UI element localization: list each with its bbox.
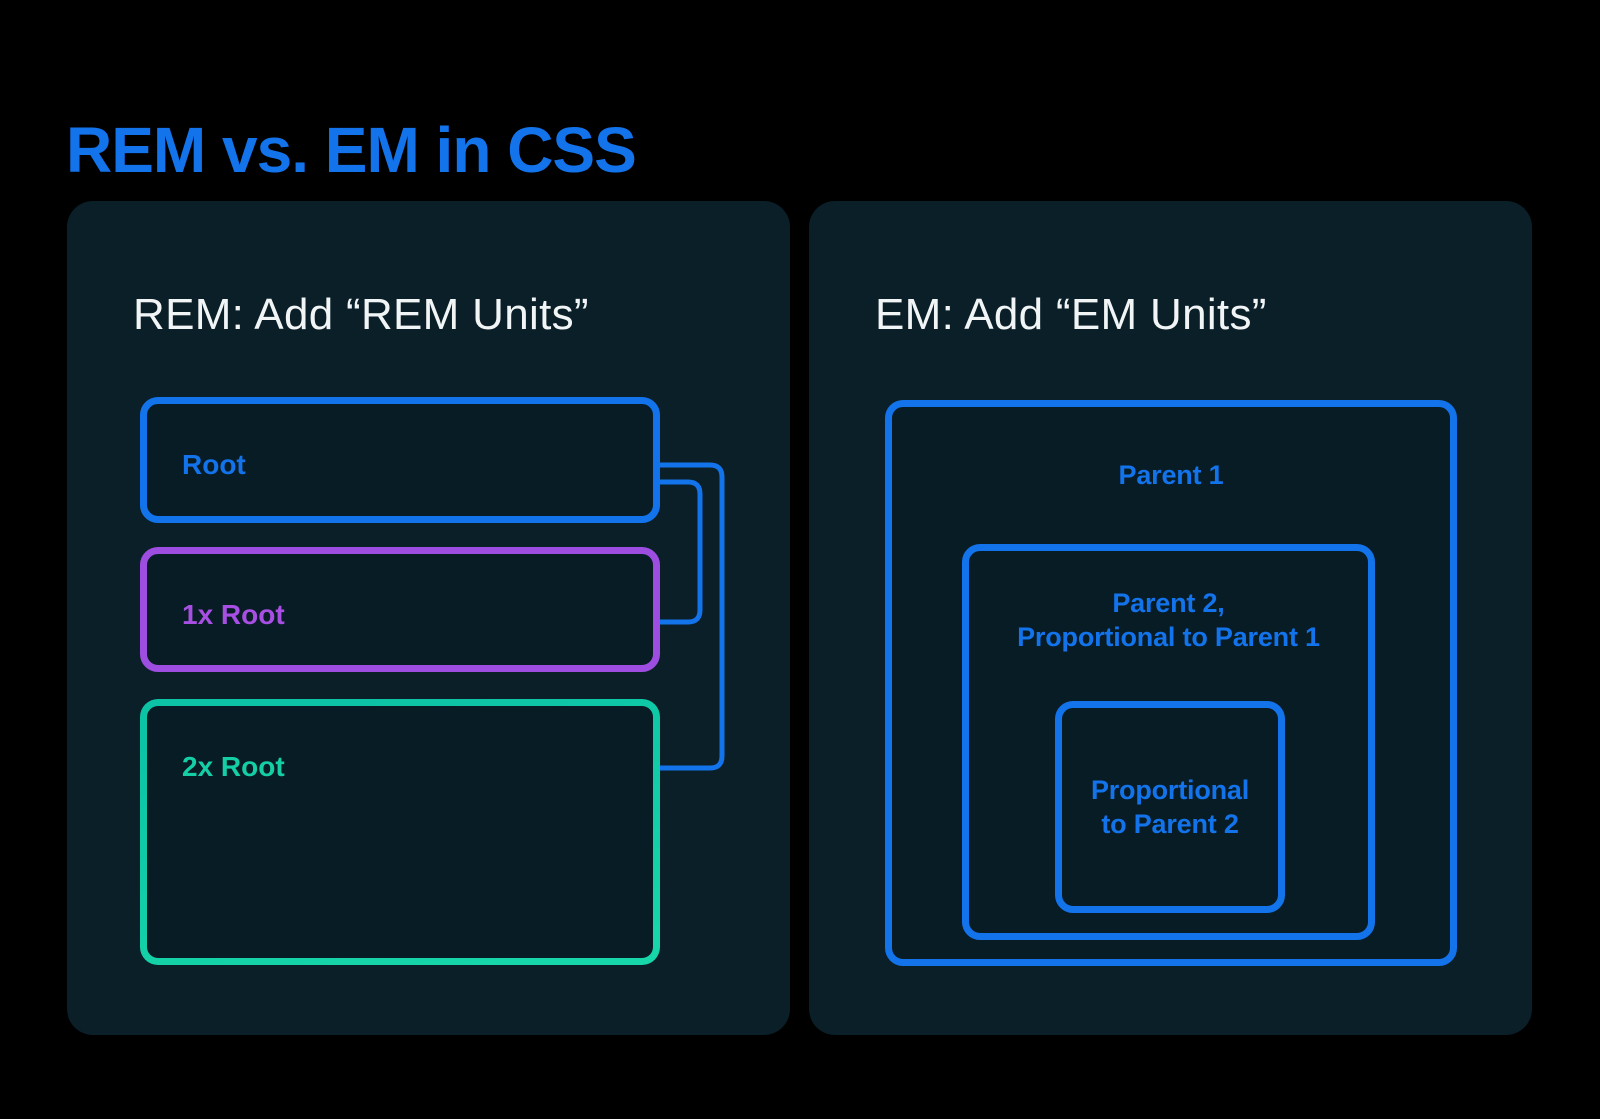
root-to-2x-connector bbox=[657, 462, 725, 771]
em-panel-header: EM: Add “EM Units” bbox=[875, 289, 1267, 339]
root-box: Root bbox=[140, 397, 660, 523]
em-panel: EM: Add “EM Units” Parent 1 Parent 2, Pr… bbox=[809, 201, 1532, 1035]
rem-panel-header: REM: Add “REM Units” bbox=[133, 289, 589, 339]
root-to-1x-connector bbox=[657, 479, 703, 625]
1x-root-box-label: 1x Root bbox=[182, 599, 285, 630]
parent2-label: Parent 2, Proportional to Parent 1 bbox=[1017, 588, 1320, 652]
root-box-label: Root bbox=[182, 449, 246, 480]
2x-root-box-label: 2x Root bbox=[182, 751, 285, 782]
1x-root-box: 1x Root bbox=[140, 547, 660, 672]
parent2-box: Parent 2, Proportional to Parent 1 Propo… bbox=[962, 544, 1375, 940]
2x-root-box: 2x Root bbox=[140, 699, 660, 965]
parent1-box: Parent 1 Parent 2, Proportional to Paren… bbox=[885, 400, 1457, 966]
2x-root-box-fill bbox=[147, 706, 653, 958]
page-title: REM vs. EM in CSS bbox=[66, 113, 637, 186]
rem-panel: REM: Add “REM Units” Root 1x Root 2x Roo… bbox=[67, 201, 790, 1035]
proportional-box: Proportional to Parent 2 bbox=[1055, 701, 1285, 913]
parent1-label: Parent 1 bbox=[1118, 460, 1224, 490]
proportional-label: Proportional to Parent 2 bbox=[1090, 775, 1250, 839]
